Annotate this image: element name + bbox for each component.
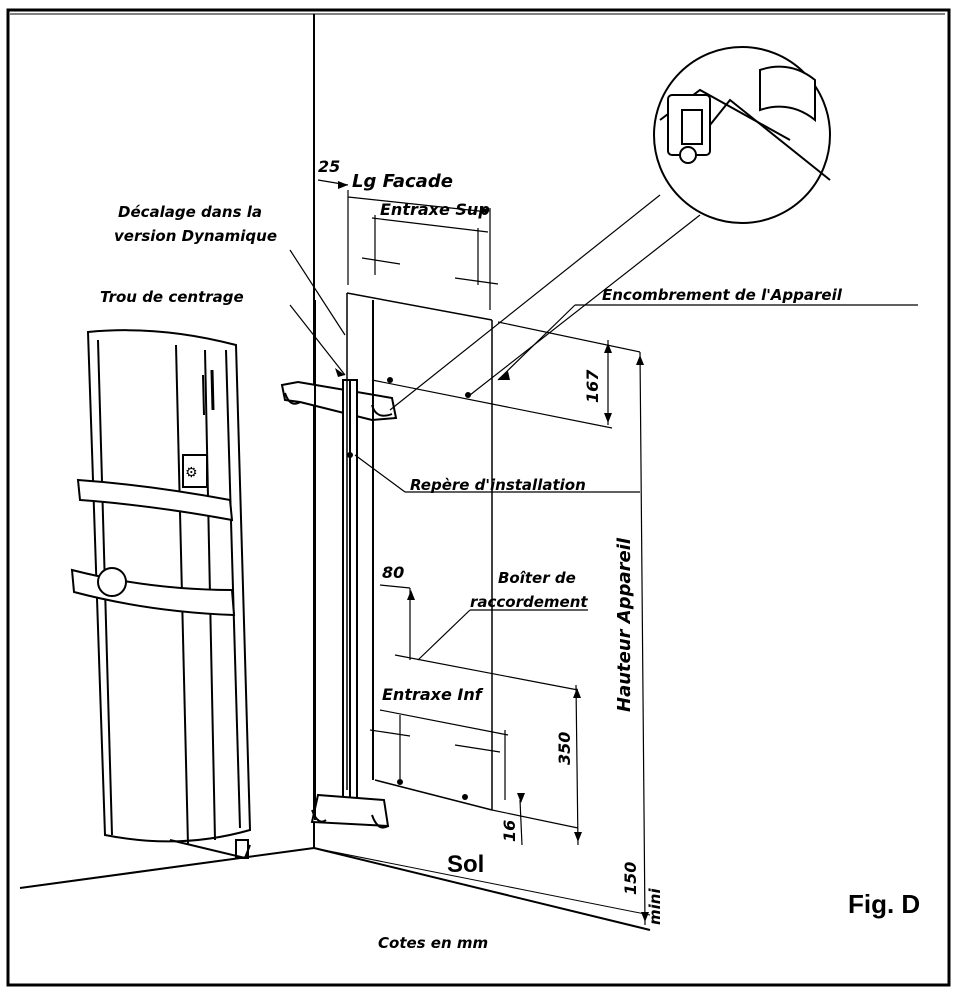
- label-device-footprint: Encombrement de l'Appareil: [602, 286, 843, 304]
- label-junction-box-line1: Boîter de: [498, 569, 576, 587]
- arrowheads: [335, 181, 649, 922]
- label-offset-line2: version Dynamique: [114, 227, 277, 245]
- label-bottom-spacing: Entraxe Inf: [382, 685, 484, 704]
- label-mini: mini: [646, 888, 664, 925]
- dim-167: 167: [583, 369, 602, 403]
- label-centering-hole: Trou de centrage: [100, 288, 244, 306]
- leader-lines: [289, 194, 918, 661]
- label-offset-line1: Décalage dans la: [118, 203, 262, 221]
- mounting-bracket: [280, 300, 398, 829]
- radiator: ⚙: [70, 329, 252, 860]
- label-facade-length: Lg Facade: [352, 171, 453, 192]
- dim-350: 350: [555, 732, 574, 765]
- device-footprint-outline: [346, 292, 493, 811]
- label-top-spacing: Entraxe Sup: [380, 200, 490, 219]
- svg-text:⚙: ⚙: [185, 465, 198, 481]
- dim-150: 150: [621, 862, 640, 895]
- detail-magnifier: [653, 46, 831, 224]
- units-note: Cotes en mm: [378, 934, 488, 952]
- hole-markers: [347, 377, 471, 800]
- dim-80: 80: [382, 563, 404, 582]
- label-install-mark: Repère d'installation: [410, 476, 586, 494]
- label-junction-box-line2: raccordement: [470, 593, 588, 611]
- dimension-lines: [317, 179, 646, 926]
- dim-25: 25: [318, 157, 340, 176]
- dim-16: 16: [500, 820, 519, 842]
- figure-label: Fig. D: [848, 889, 920, 919]
- outer-frame: [6, 8, 951, 987]
- label-device-height: Hauteur Appareil: [614, 537, 635, 712]
- label-floor: Sol: [447, 851, 484, 878]
